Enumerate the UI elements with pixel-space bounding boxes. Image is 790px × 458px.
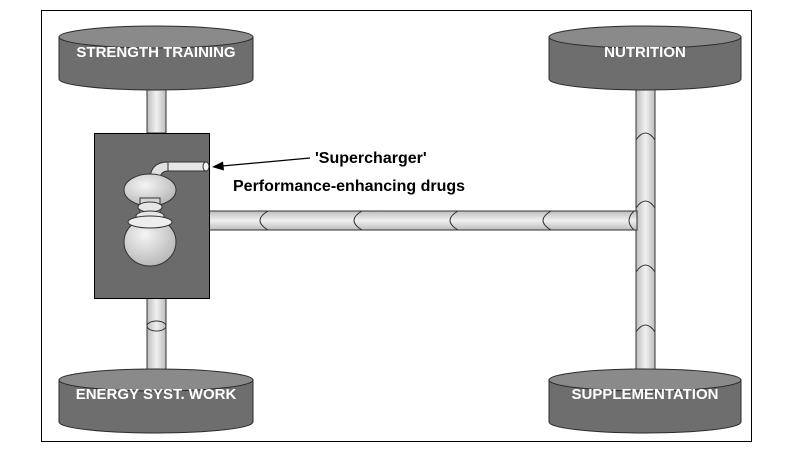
drive-shaft — [208, 210, 638, 231]
wheel-energy-system-work: ENERGY SYST. WORK — [58, 368, 254, 434]
wheel-label-energy-system-work: ENERGY SYST. WORK — [76, 386, 237, 403]
callout-subtitle: Performance-enhancing drugs — [233, 178, 465, 195]
engine-icon — [123, 161, 210, 267]
left-rear-axle-joint — [146, 320, 167, 332]
wheel-label-strength-training: STRENGTH TRAINING — [76, 44, 235, 61]
drive-shaft-joints — [259, 210, 635, 231]
engine-block — [94, 133, 210, 299]
wheel-label-nutrition: NUTRITION — [604, 44, 686, 61]
wheel-strength-training: STRENGTH TRAINING — [58, 25, 254, 91]
callout-arrow — [212, 157, 311, 171]
wheel-label-supplementation: SUPPLEMENTATION — [572, 386, 719, 403]
right-axle — [635, 77, 656, 385]
right-axle-joints — [635, 132, 656, 333]
callout-title: 'Supercharger' — [315, 150, 427, 167]
wheel-nutrition: NUTRITION — [548, 25, 742, 91]
wheel-supplementation: SUPPLEMENTATION — [548, 368, 742, 434]
